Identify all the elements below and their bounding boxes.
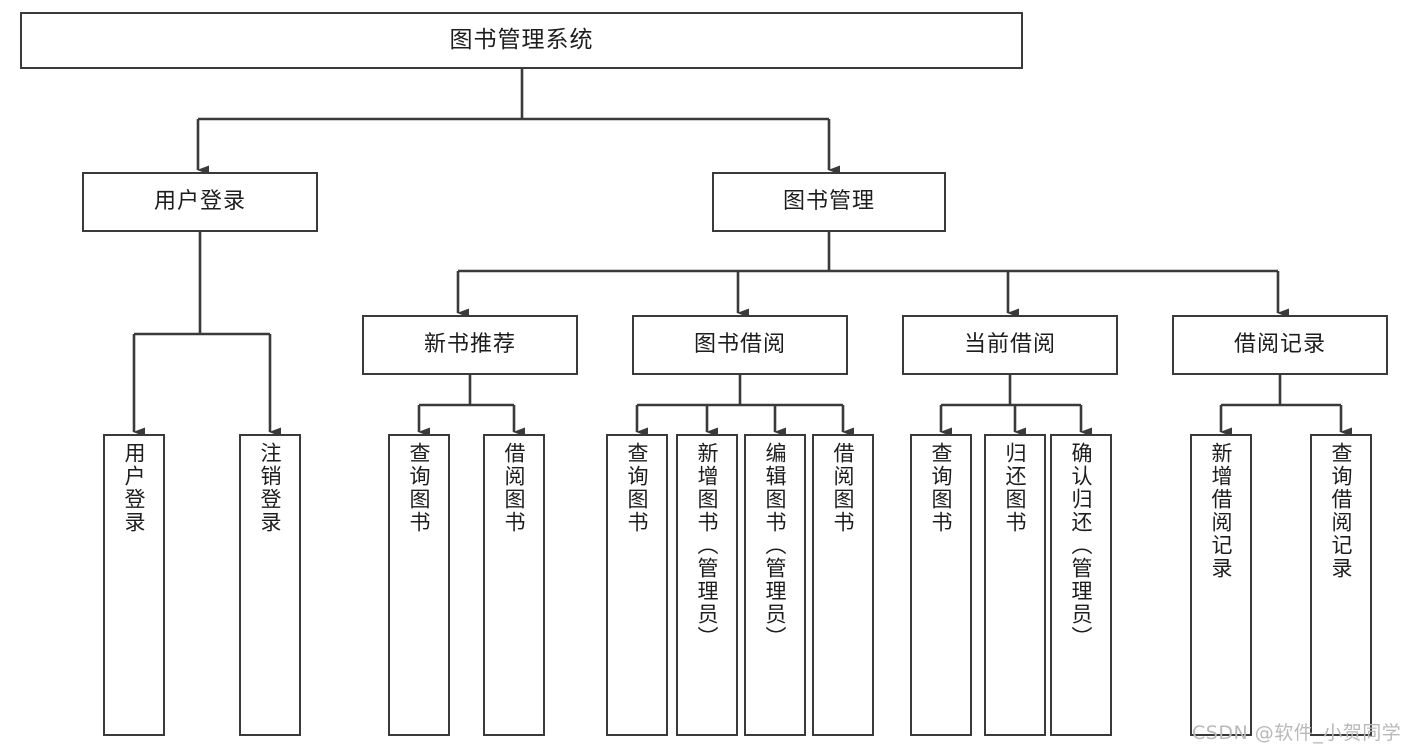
node-leaf_query_book_3[interactable]: 查询图书: [910, 434, 972, 736]
node-leaf_return_book[interactable]: 归还图书: [984, 434, 1046, 736]
node-new_book_rec[interactable]: 新书推荐: [362, 315, 578, 375]
node-leaf_query_book_1[interactable]: 查询图书: [388, 434, 450, 736]
node-leaf_query_book_2[interactable]: 查询图书: [606, 434, 668, 736]
node-book_borrow-label: 图书借阅: [693, 332, 786, 358]
node-root-label: 图书管理系统: [449, 26, 594, 53]
node-leaf_add_book[interactable]: 新增图书（管理员）: [676, 434, 738, 736]
node-leaf_borrow_book_2[interactable]: 借阅图书: [812, 434, 874, 736]
node-current_borrow-label: 当前借阅: [963, 332, 1056, 358]
node-new_book_rec-label: 新书推荐: [423, 332, 516, 358]
node-leaf_user_login-label: 用户登录: [122, 442, 147, 534]
node-borrow_record-label: 借阅记录: [1233, 332, 1326, 358]
node-leaf_query_record-label: 查询借阅记录: [1329, 442, 1354, 580]
node-leaf_user_logout-label: 注销登录: [258, 442, 283, 534]
node-leaf_confirm_return-label: 确认归还（管理员）: [1069, 442, 1094, 649]
node-leaf_edit_book-label: 编辑图书（管理员）: [763, 442, 788, 649]
node-user_login-label: 用户登录: [153, 189, 246, 215]
node-leaf_user_logout[interactable]: 注销登录: [239, 434, 301, 736]
node-book_manage[interactable]: 图书管理: [712, 172, 946, 232]
node-leaf_add_record[interactable]: 新增借阅记录: [1190, 434, 1252, 736]
node-current_borrow[interactable]: 当前借阅: [902, 315, 1118, 375]
node-leaf_borrow_book_1-label: 借阅图书: [502, 442, 527, 534]
watermark-text: CSDN @软件_小贺同学: [1192, 722, 1402, 744]
node-leaf_query_book_3-label: 查询图书: [929, 442, 954, 534]
node-leaf_borrow_book_2-label: 借阅图书: [831, 442, 856, 534]
node-book_borrow[interactable]: 图书借阅: [632, 315, 848, 375]
node-root[interactable]: 图书管理系统: [20, 12, 1023, 69]
node-leaf_query_record[interactable]: 查询借阅记录: [1310, 434, 1372, 736]
node-leaf_query_book_1-label: 查询图书: [407, 442, 432, 534]
node-leaf_borrow_book_1[interactable]: 借阅图书: [483, 434, 545, 736]
node-leaf_add_book-label: 新增图书（管理员）: [695, 442, 720, 649]
node-leaf_return_book-label: 归还图书: [1003, 442, 1028, 534]
node-book_manage-label: 图书管理: [782, 189, 875, 215]
node-leaf_user_login[interactable]: 用户登录: [103, 434, 165, 736]
node-leaf_add_record-label: 新增借阅记录: [1209, 442, 1234, 580]
node-user_login[interactable]: 用户登录: [82, 172, 318, 232]
node-borrow_record[interactable]: 借阅记录: [1172, 315, 1388, 375]
node-leaf_confirm_return[interactable]: 确认归还（管理员）: [1050, 434, 1112, 736]
node-leaf_edit_book[interactable]: 编辑图书（管理员）: [744, 434, 806, 736]
node-leaf_query_book_2-label: 查询图书: [625, 442, 650, 534]
